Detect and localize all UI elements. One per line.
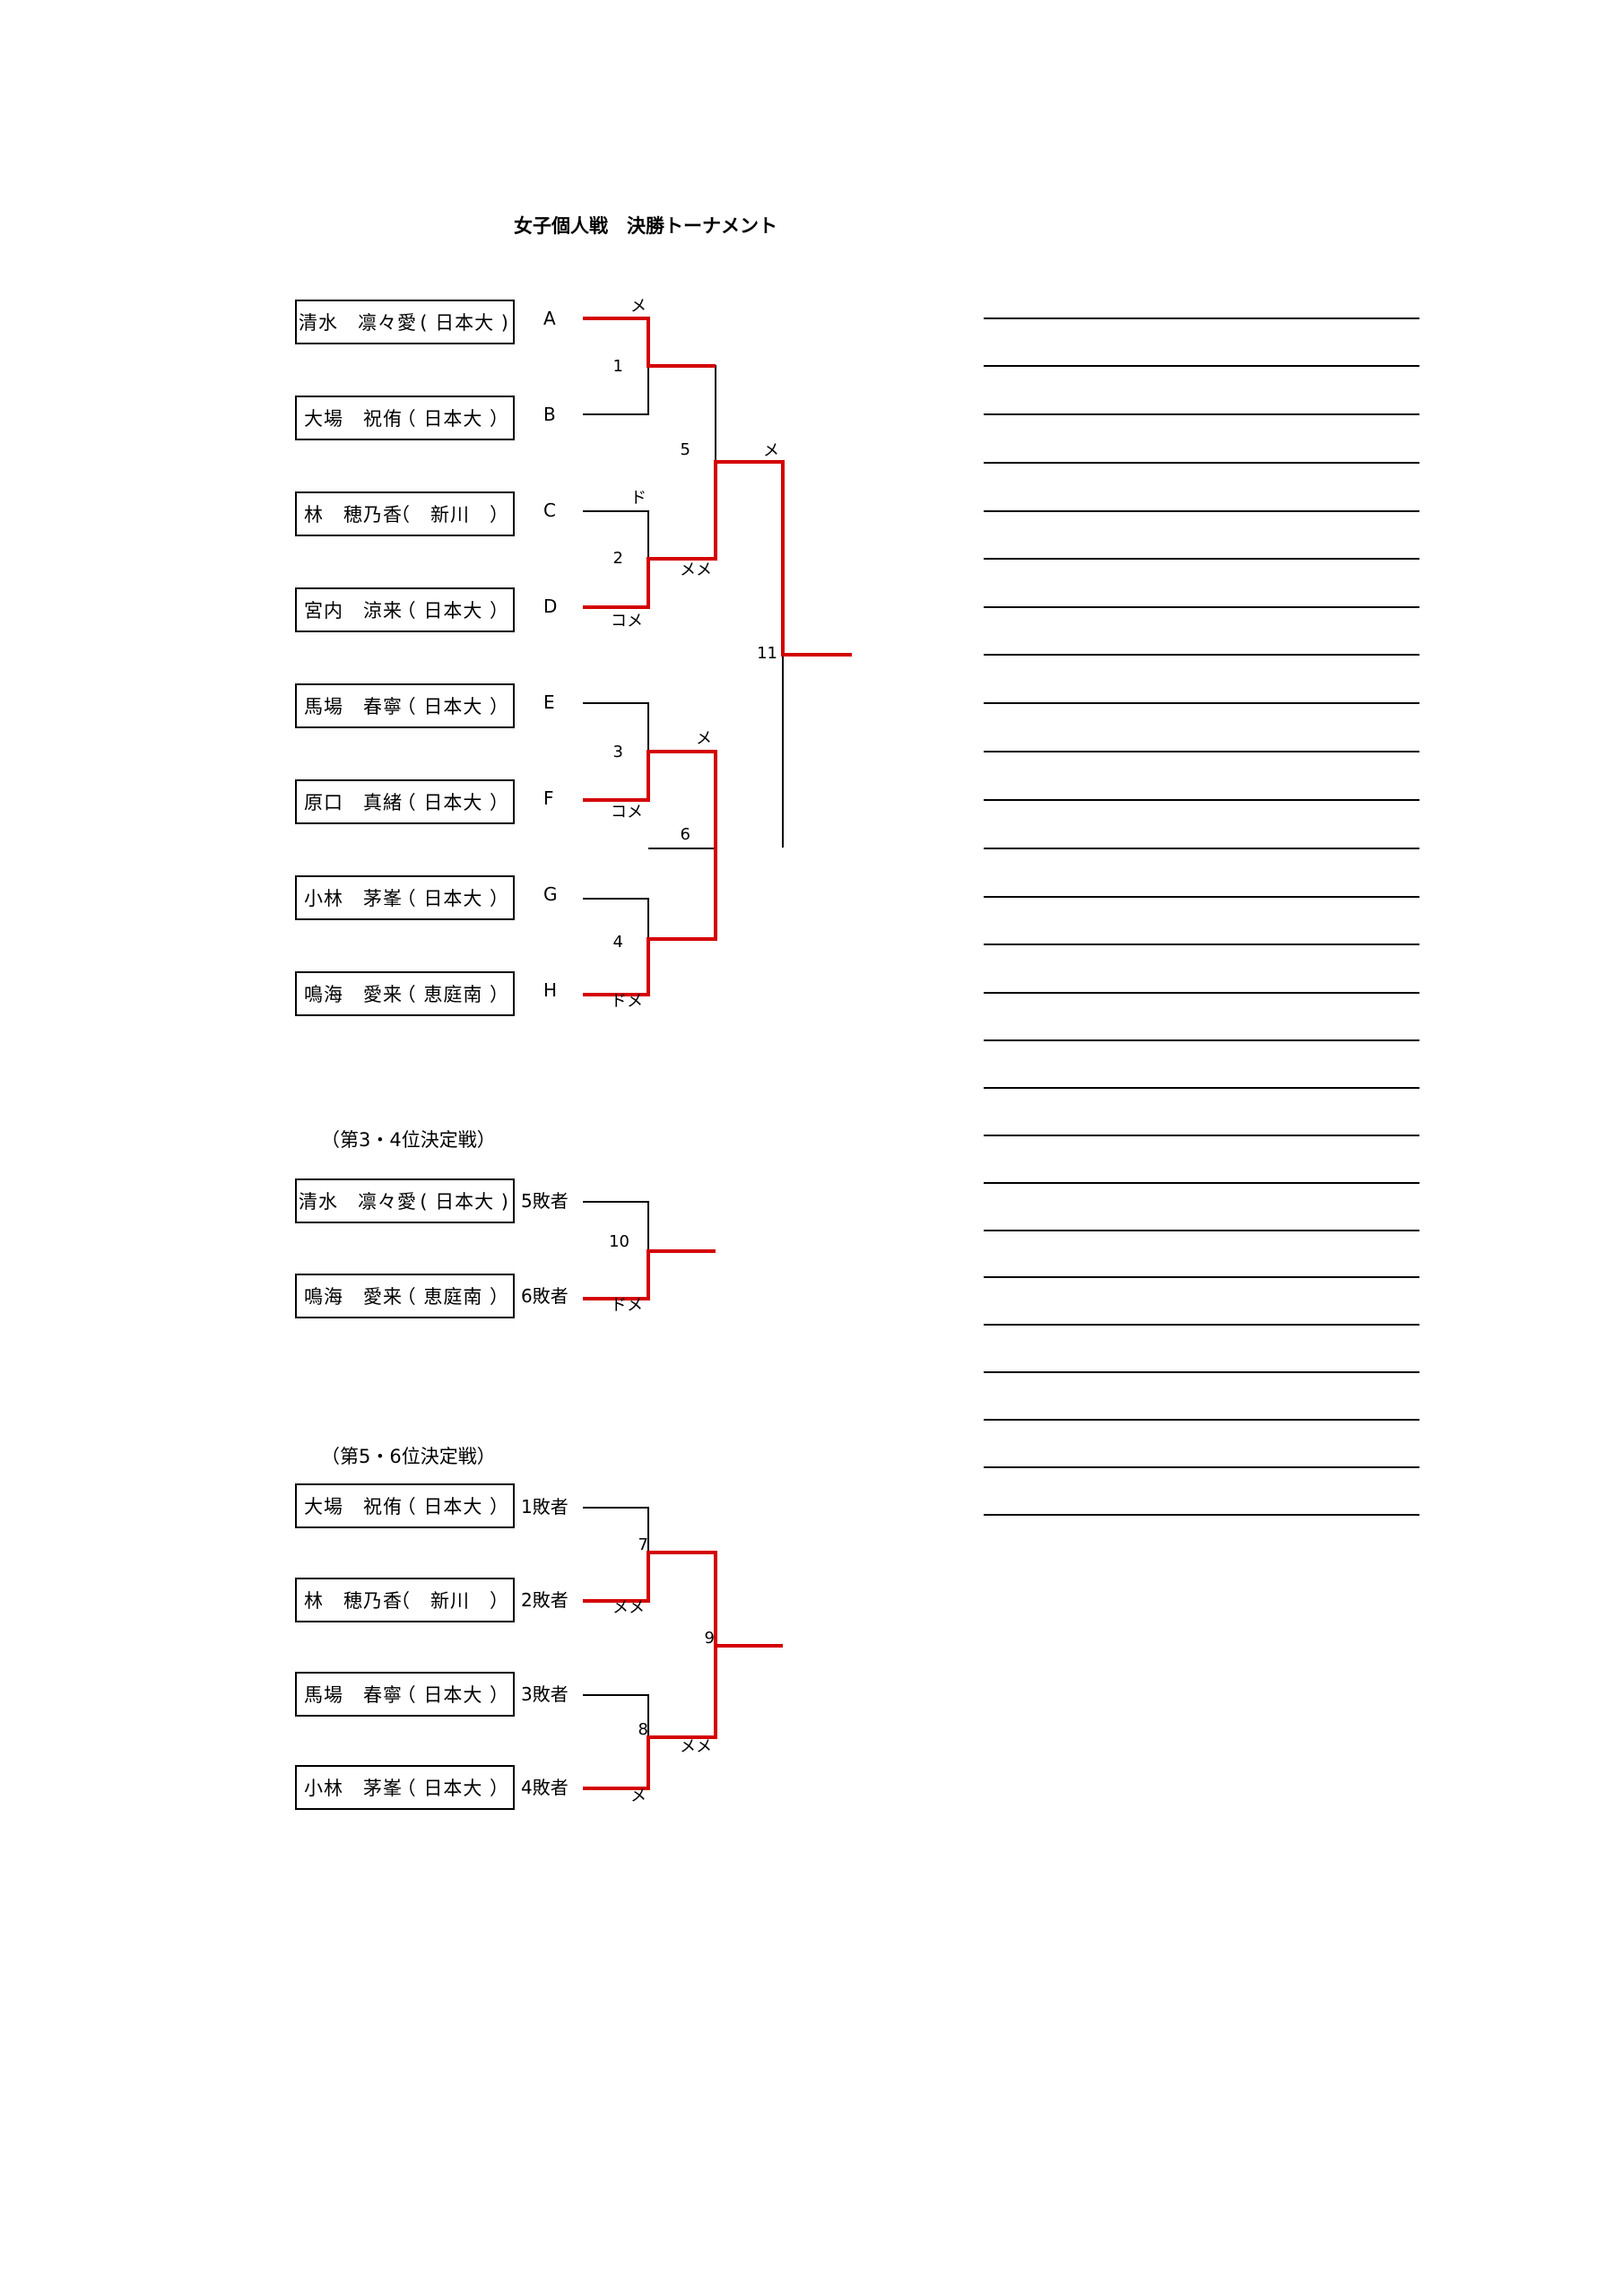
player-name: 大場 祝侑 (304, 1496, 403, 1518)
result-label: コメ (611, 612, 643, 631)
result-label: ドメ (611, 992, 643, 1011)
player-name: 小林 茅峯 (304, 888, 403, 909)
result-label: コメ (611, 803, 643, 822)
result-label: メメ (680, 1737, 712, 1756)
player-team: （ 恵庭南 ） (396, 1286, 509, 1308)
slot-label: 1敗者 (521, 1496, 568, 1518)
player-team: （ 日本大 ） (396, 600, 509, 622)
result-label: メ (696, 729, 712, 748)
result-label: メメ (612, 1598, 645, 1617)
fifth-place-player-1: 大場 祝侑 （ 日本大 ） (295, 1483, 515, 1528)
result-label: メメ (680, 561, 712, 579)
slot-label: D (543, 596, 558, 617)
result-label: メ (763, 441, 779, 460)
match-number: 10 (609, 1232, 629, 1251)
player-name: 鳴海 愛来 (304, 984, 403, 1005)
match-number: 11 (757, 644, 777, 663)
player-team: （ 日本大 ） (396, 696, 509, 718)
slot-label: 3敗者 (521, 1683, 568, 1705)
match-number: 7 (638, 1535, 648, 1554)
match-number: 4 (612, 933, 623, 952)
player-team: （ 日本大 ） (396, 888, 509, 909)
player-team: （ 日本大 ） (396, 1778, 509, 1799)
fifth-place-player-4: 小林 茅峯 （ 日本大 ） (295, 1765, 515, 1810)
player-box-h: 鳴海 愛来 （ 恵庭南 ） (295, 971, 515, 1016)
player-name: 原口 真緒 (304, 792, 403, 813)
player-team: （ 日本大 ） (396, 1684, 509, 1706)
slot-label: F (543, 787, 554, 809)
slot-label: E (543, 691, 555, 713)
slot-label: 5敗者 (521, 1190, 568, 1212)
player-team: ( 日本大 ) (420, 312, 509, 334)
slot-label: G (543, 883, 558, 905)
player-team: （ 日本大 ） (396, 408, 509, 430)
match-number: 6 (680, 825, 690, 844)
slot-label: 4敗者 (521, 1777, 568, 1798)
match-number: 2 (612, 549, 623, 568)
player-name: 林 穂乃香 (304, 504, 403, 526)
player-name: 宮内 涼来 (304, 600, 403, 622)
result-label: メ (630, 1787, 647, 1805)
result-label: ドメ (611, 1296, 643, 1315)
slot-label: C (543, 500, 556, 521)
player-box-c: 林 穂乃香 （ 新川 ） (295, 491, 515, 536)
match-number: 1 (612, 357, 623, 376)
player-box-b: 大場 祝侑 （ 日本大 ） (295, 396, 515, 440)
player-box-d: 宮内 涼来 （ 日本大 ） (295, 587, 515, 632)
player-team: （ 日本大 ） (396, 792, 509, 813)
player-name: 清水 凛々愛 (299, 1191, 417, 1213)
black-bracket-lines (583, 317, 1419, 1737)
result-label: ド (630, 489, 647, 508)
result-label: メ (630, 297, 647, 316)
page-title: 女子個人戦 決勝トーナメント (514, 215, 777, 237)
slot-label: H (543, 979, 558, 1001)
player-team: （ 新川 ） (391, 504, 509, 526)
player-team: （ 日本大 ） (396, 1496, 509, 1518)
match-number: 9 (704, 1629, 715, 1648)
player-team: （ 恵庭南 ） (396, 984, 509, 1005)
player-name: 小林 茅峯 (304, 1778, 403, 1799)
player-name: 清水 凛々愛 (299, 312, 417, 334)
player-box-a: 清水 凛々愛 ( 日本大 ) (295, 300, 515, 344)
player-name: 馬場 春寧 (304, 1684, 403, 1706)
player-name: 大場 祝侑 (304, 408, 403, 430)
player-team: ( 日本大 ) (420, 1191, 509, 1213)
fifth-place-player-2: 林 穂乃香 （ 新川 ） (295, 1578, 515, 1622)
match-number: 5 (680, 440, 690, 459)
third-place-heading: （第3・4位決定戦） (321, 1129, 496, 1151)
fifth-place-player-3: 馬場 春寧 （ 日本大 ） (295, 1672, 515, 1717)
player-name: 鳴海 愛来 (304, 1286, 403, 1308)
slot-label: 2敗者 (521, 1589, 568, 1611)
slot-label: A (543, 308, 556, 329)
fifth-place-heading: （第5・6位決定戦） (321, 1446, 496, 1467)
slot-label: 6敗者 (521, 1285, 568, 1307)
player-team: （ 新川 ） (391, 1590, 509, 1612)
red-winner-lines (583, 317, 852, 1790)
match-number: 8 (638, 1720, 648, 1739)
slot-label: B (543, 404, 556, 425)
player-box-g: 小林 茅峯 （ 日本大 ） (295, 875, 515, 920)
third-place-player-1: 清水 凛々愛 ( 日本大 ) (295, 1178, 515, 1223)
third-place-player-2: 鳴海 愛来 （ 恵庭南 ） (295, 1274, 515, 1318)
player-box-e: 馬場 春寧 （ 日本大 ） (295, 683, 515, 728)
player-name: 馬場 春寧 (304, 696, 403, 718)
player-box-f: 原口 真緒 （ 日本大 ） (295, 779, 515, 824)
match-number: 3 (612, 743, 623, 761)
player-name: 林 穂乃香 (304, 1590, 403, 1612)
